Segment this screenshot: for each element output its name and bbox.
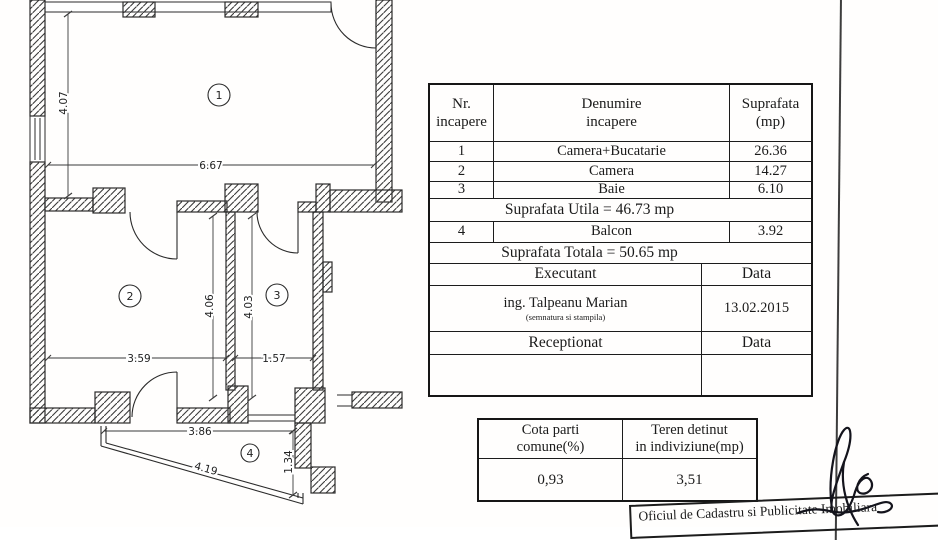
receptionat-label: Receptionat: [430, 332, 702, 354]
suprafata-totala-row: Suprafata Totala = 50.65 mp: [430, 243, 811, 264]
ownership-header-row: Cota parti comune(%) Teren detinut in in…: [479, 420, 756, 459]
ownership-value-row: 0,93 3,51: [479, 459, 756, 500]
door-entrance: [330, 2, 377, 49]
dim-room1-height: 4.07: [58, 91, 70, 114]
room-labels: 1 2 3 4: [118, 83, 289, 463]
table-row: 1 Camera+Bucatarie 26.36: [430, 142, 811, 162]
cota-parti-value: 0,93: [479, 459, 623, 500]
handwritten-signature: [796, 426, 894, 527]
dimension-lines: [44, 10, 378, 499]
executant-date: 13.02.2015: [723, 299, 790, 316]
row3-denumire: Baie: [494, 181, 730, 198]
row3-suprafata: 6.10: [757, 181, 784, 198]
svg-text:3: 3: [274, 289, 281, 302]
suprafata-utila: Suprafata Utila = 46.73 mp: [504, 200, 675, 218]
teren-detinut-header: Teren detinut in indiviziune(mp): [635, 421, 744, 455]
dim-balcony-diagonal: 4.19: [193, 460, 219, 478]
room-label-2: 2: [118, 284, 142, 308]
receptionat-data-label: Data: [741, 333, 772, 351]
cota-parti-header: Cota parti comune(%): [479, 420, 623, 458]
row1-suprafata: 26.36: [754, 142, 787, 159]
row1-nr: 1: [430, 142, 494, 161]
balcon-suprafata: 3.92: [757, 223, 784, 240]
executant-data-label: Data: [741, 265, 772, 283]
ownership-table: Cota parti comune(%) Teren detinut in in…: [477, 418, 758, 502]
door-room2-bottom: [131, 371, 178, 418]
row2-suprafata: 14.27: [754, 162, 787, 179]
header-nr: Nr. incapere: [430, 85, 494, 141]
scanned-cadastral-sheet: 4.07 6.67 4.06 4.03 3.59 1.57 3.86 4.19 …: [29, 0, 938, 540]
teren-detinut-value: 3,51: [676, 471, 703, 488]
svg-text:1: 1: [216, 89, 223, 102]
executant-signature-cell: ing. Talpeanu Marian (semnatura si stamp…: [430, 286, 702, 331]
dim-room2-width: 3.59: [127, 353, 150, 365]
row3-nr: 3: [430, 181, 494, 198]
dim-room1-width: 6.67: [199, 160, 222, 172]
row2-denumire: Camera: [494, 162, 730, 181]
dim-balcony-depth: 1.34: [283, 450, 295, 474]
room-label-1: 1: [207, 83, 231, 107]
dim-balcony-width: 3.86: [188, 426, 212, 438]
receptionat-header-row: Receptionat Data: [430, 332, 811, 355]
suprafata-totala: Suprafata Totala = 50.65 mp: [501, 243, 678, 261]
door-room3-top: [256, 211, 299, 254]
executant-label: Executant: [430, 264, 702, 285]
balcon-nr: 4: [430, 222, 494, 242]
executant-name: ing. Talpeanu Marian: [503, 295, 628, 312]
window-bands: [29, 1, 332, 163]
floor-plan: 4.07 6.67 4.06 4.03 3.59 1.57 3.86 4.19 …: [29, 0, 403, 505]
receptionat-empty-row: [430, 355, 811, 395]
table-row: 2 Camera 14.27: [430, 162, 811, 182]
table-header-row: Nr. incapere Denumire incapere Suprafata…: [430, 85, 811, 142]
door-arcs: [129, 2, 377, 418]
receptionat-signature-cell: [430, 355, 702, 395]
receptionat-date-cell: [702, 355, 811, 395]
dim-room3-width: 1.57: [262, 353, 285, 365]
balcony-parapet: [100, 426, 304, 505]
suprafata-utila-row: Suprafata Utila = 46.73 mp: [430, 199, 811, 222]
executant-header-row: Executant Data: [430, 264, 811, 286]
table-row: 3 Baie 6.10: [430, 181, 811, 199]
balcon-row: 4 Balcon 3.92: [430, 222, 811, 243]
executant-value-row: ing. Talpeanu Marian (semnatura si stamp…: [430, 286, 811, 332]
header-denumire: Denumire incapere: [494, 85, 730, 141]
room-label-3: 3: [265, 283, 289, 307]
opening-lines: [248, 394, 352, 422]
door-room2-top: [129, 211, 178, 260]
svg-text:2: 2: [127, 290, 134, 303]
room-label-4: 4: [240, 443, 260, 463]
rooms-table: Nr. incapere Denumire incapere Suprafata…: [428, 83, 813, 397]
executant-note: (semnatura si stampila): [525, 311, 606, 322]
walls: [29, 0, 403, 494]
header-suprafata: Suprafata (mp): [741, 96, 800, 130]
balcon-denumire: Balcon: [494, 222, 730, 242]
row1-denumire: Camera+Bucatarie: [494, 142, 730, 161]
row2-nr: 2: [430, 162, 494, 181]
svg-text:4: 4: [247, 447, 254, 460]
dim-room3-height: 4.03: [243, 295, 255, 318]
dim-room2-height: 4.06: [204, 294, 216, 318]
